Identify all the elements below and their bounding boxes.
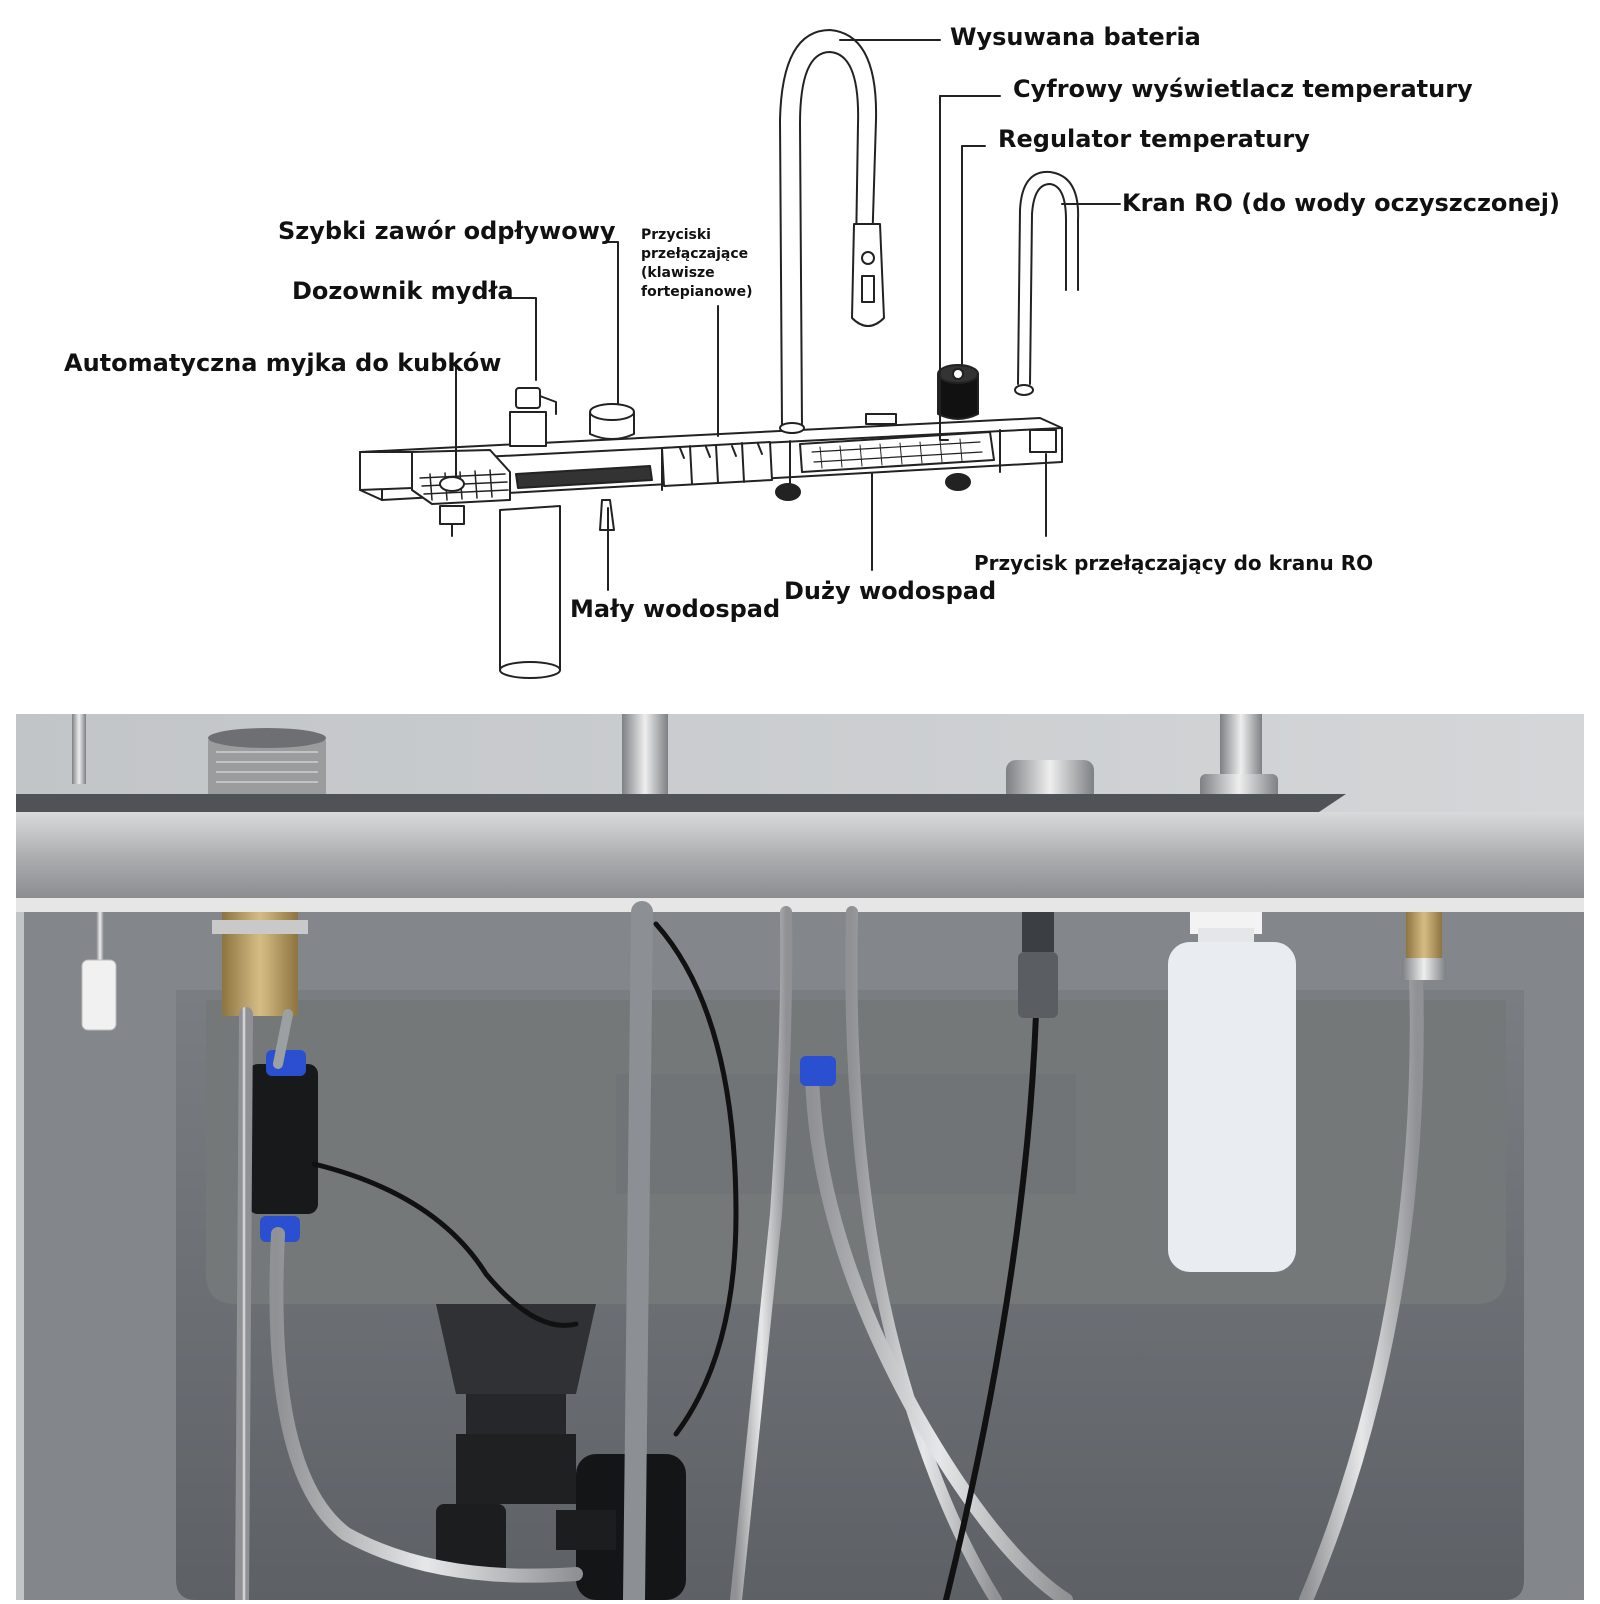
under-sink-photo [16, 714, 1584, 1604]
label-ro-switch: Przycisk przełączający do kranu RO [974, 551, 1374, 575]
label-pullout-faucet: Wysuwana bateria [950, 23, 1201, 51]
temp-regulator-icon [937, 364, 979, 420]
piano-keys-icon [661, 441, 773, 487]
label-soap-dispenser: Dozownik mydła [292, 277, 514, 305]
ro-connector-left [81, 912, 117, 1031]
ro-switch-icon [1029, 429, 1057, 453]
large-waterfall-icon [775, 431, 995, 501]
diagram-drawing [359, 29, 1121, 679]
under-sink-photo-drawing [16, 714, 1584, 1604]
digital-display-icon [865, 413, 897, 425]
soap-bottle [1168, 912, 1296, 1272]
label-small-waterfall: Mały wodospad [570, 595, 781, 623]
inlet-right [1402, 912, 1446, 980]
label-piano-keys: Przyciski przełączające (klawisze fortep… [641, 226, 752, 302]
label-piano-keys-line3: (klawisze [641, 264, 715, 281]
ro-fitting [1018, 912, 1058, 1018]
label-piano-keys-line2: przełączające [641, 245, 749, 262]
fixtures-above-ledge [72, 714, 1278, 804]
mixer-valve-middle [800, 1056, 836, 1086]
label-large-waterfall: Duży wodospad [784, 577, 997, 605]
label-cup-washer: Automatyczna myjka do kubków [64, 349, 502, 377]
pullout-faucet-icon [779, 29, 885, 434]
label-digital-display: Cyfrowy wyświetlacz temperatury [1013, 75, 1473, 103]
label-piano-keys-line4: fortepianowe) [641, 283, 753, 300]
product-diagram: Wysuwana bateria Cyfrowy wyświetlacz tem… [0, 0, 1600, 700]
label-drain-valve: Szybki zawór odpływowy [278, 217, 616, 245]
sink-ledge [16, 794, 1584, 912]
label-ro-tap: Kran RO (do wody oczyszczonej) [1122, 189, 1560, 217]
soap-dispenser-icon [499, 387, 561, 679]
mixer-valve-left [212, 912, 318, 1242]
small-waterfall-icon [515, 465, 653, 489]
cup-washer-icon [411, 449, 511, 537]
hoses [235, 901, 1424, 1604]
label-temp-regulator: Regulator temperatury [998, 125, 1310, 153]
ro-tap-icon [1014, 170, 1080, 396]
leader-lines [455, 39, 1121, 591]
label-piano-keys-line1: Przyciski [641, 227, 711, 243]
